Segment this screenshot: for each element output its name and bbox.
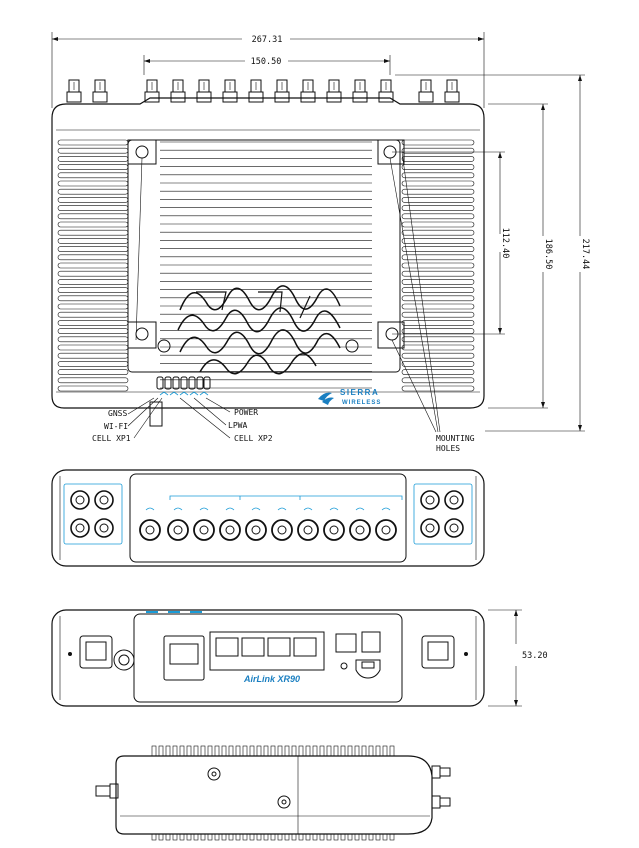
dimension-overall-depth: 217.44 — [395, 74, 590, 432]
callout-mounting-holes: MOUNTING — [436, 434, 475, 443]
antenna-connector-icon — [300, 79, 316, 103]
ethernet-switch-ports — [209, 631, 325, 671]
power-connector — [335, 631, 381, 653]
antenna-connector-icon — [196, 79, 212, 103]
antenna-connector-icon — [271, 507, 293, 541]
usb-port — [340, 659, 381, 679]
antenna-connectors — [70, 490, 464, 541]
dimension-connector-span: 150.50 — [143, 55, 391, 75]
antenna-connector-icon — [167, 507, 189, 541]
callout-gnss: GNSS — [108, 409, 127, 418]
callout-wifi: WI-FI — [104, 422, 128, 431]
led-callouts: GNSS WI-FI CELL XP1 POWER LPWA CELL XP2 … — [92, 151, 475, 453]
router-body-top-outline — [51, 97, 485, 409]
connector-span-value: 150.50 — [251, 57, 282, 67]
svg-text:WIRELESS: WIRELESS — [342, 400, 381, 406]
ports-panel-view: AirLink XR90 53.20 — [51, 609, 548, 707]
svg-text:186.50: 186.50 — [543, 239, 553, 270]
side-fins — [151, 745, 395, 841]
antenna-panel-view — [51, 469, 485, 567]
antenna-connector-icon — [193, 507, 215, 541]
antenna-connector-icon — [66, 79, 82, 103]
heat-sink-fins — [57, 139, 475, 392]
side-antenna-stubs — [95, 765, 451, 809]
antenna-connector-icon — [245, 507, 267, 541]
antenna-connector-icon — [70, 518, 90, 538]
svg-text:SIERRA: SIERRA — [340, 388, 379, 397]
antenna-connector-icon — [378, 79, 394, 103]
dimension-body-depth: 186.50 — [488, 103, 553, 409]
antenna-connector-icon — [420, 518, 440, 538]
antenna-connector-icon — [444, 490, 464, 510]
antenna-connector-icon — [444, 79, 460, 103]
antenna-connector-icon — [94, 490, 114, 510]
svg-text:HOLES: HOLES — [436, 444, 460, 453]
wave-emboss-pattern — [177, 285, 341, 375]
antenna-connector-icon — [444, 518, 464, 538]
antenna-connector-icon — [94, 518, 114, 538]
svg-text:112.40: 112.40 — [500, 228, 510, 259]
svg-text:217.44: 217.44 — [580, 239, 590, 270]
ethernet-port-left — [68, 635, 113, 669]
callout-cell-xp2: CELL XP2 — [234, 434, 273, 443]
antenna-connector-icon — [375, 507, 397, 541]
antenna-connector-icon — [139, 507, 161, 541]
svg-text:53.20: 53.20 — [522, 651, 548, 661]
callout-cell-xp1: CELL XP1 — [92, 434, 131, 443]
antenna-connector-icon — [297, 507, 319, 541]
side-view — [95, 745, 451, 841]
antenna-panel-outline — [51, 469, 485, 567]
antenna-connector-icon — [349, 507, 371, 541]
antenna-connector-icon — [219, 507, 241, 541]
antenna-connector-icon — [170, 79, 186, 103]
mounting-holes — [127, 139, 405, 353]
status-led-lights — [156, 376, 211, 396]
antenna-connector-icon — [144, 79, 160, 103]
callout-power: POWER — [234, 408, 258, 417]
antenna-connector-icon — [420, 490, 440, 510]
antenna-connector-icon — [92, 79, 108, 103]
antenna-connector-icon — [274, 79, 290, 103]
antenna-connector-icon — [352, 79, 368, 103]
ports-panel-outline — [51, 609, 485, 707]
dimension-front-height: 53.20 — [488, 609, 548, 707]
center-heatsink-plate — [127, 139, 401, 373]
gnss-connector — [113, 649, 135, 671]
antenna-connector-icon — [418, 79, 434, 103]
product-name: AirLink XR90 — [243, 674, 300, 684]
antenna-connector-icon — [323, 507, 345, 541]
antenna-connector-icon — [326, 79, 342, 103]
callout-lpwa: LPWA — [228, 421, 247, 430]
dimension-overall-width: 267.31 — [51, 32, 485, 108]
antenna-connector-icon — [222, 79, 238, 103]
top-view: 267.31 150.50 — [51, 32, 590, 453]
ethernet-port-right — [421, 635, 468, 669]
sierra-wireless-logo: SIERRA WIRELESS — [318, 388, 381, 406]
antenna-connector-icon — [248, 79, 264, 103]
side-view-outline — [115, 755, 433, 835]
sim-tray — [163, 635, 205, 681]
dimension-mount-spacing: 112.40 — [392, 151, 510, 335]
top-antenna-connectors — [66, 79, 460, 103]
overall-width-value: 267.31 — [252, 35, 283, 45]
antenna-connector-icon — [70, 490, 90, 510]
